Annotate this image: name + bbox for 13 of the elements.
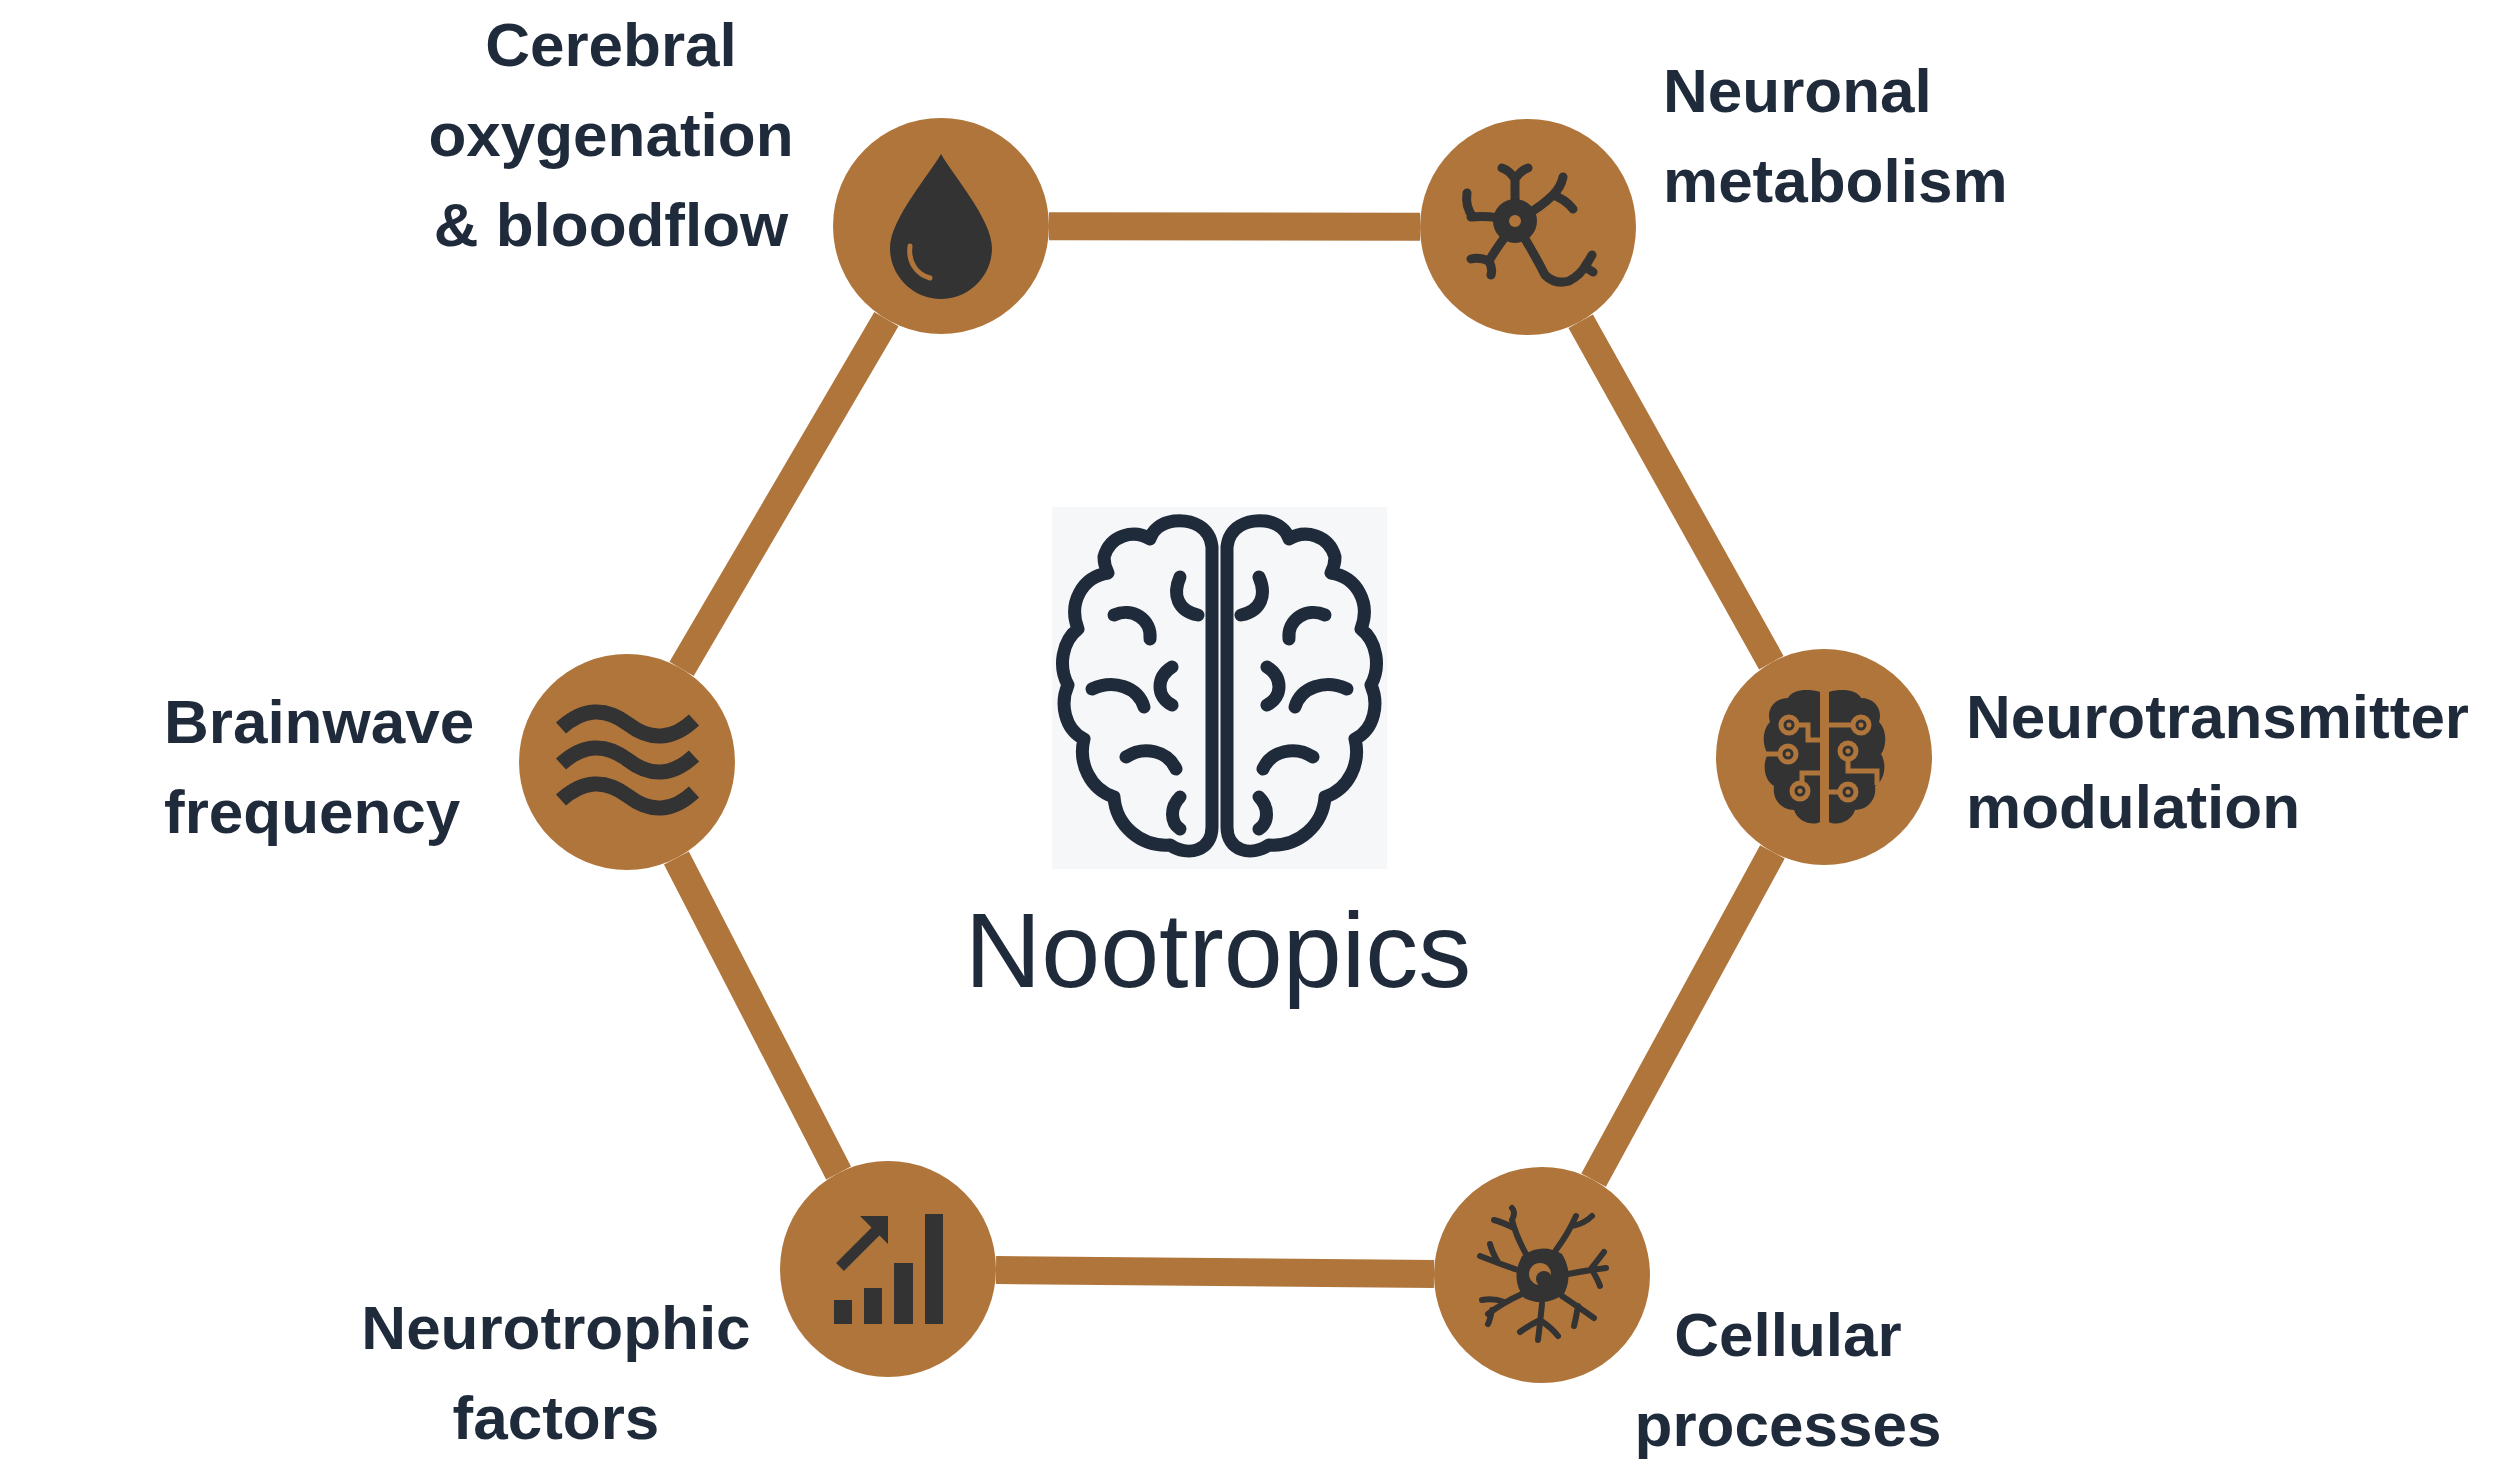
connector-line xyxy=(995,1256,1435,1288)
node-label: Brainwave frequency xyxy=(164,686,475,848)
connector-line xyxy=(1048,212,1421,241)
node-label: Neuronal metabolism xyxy=(1663,55,2008,217)
connector-line xyxy=(669,312,899,676)
hub-label: Nootropics xyxy=(964,890,1472,1011)
node-label: Cellular processes xyxy=(1634,1299,1942,1461)
connector-line xyxy=(1568,314,1784,670)
node-label: Neurotransmitter modulation xyxy=(1966,681,2469,843)
connector-line xyxy=(1581,845,1785,1187)
node-label: Neurotrophic factors xyxy=(361,1292,751,1454)
connector-line xyxy=(663,851,852,1180)
node-label: Cerebral oxygenation & bloodflow xyxy=(427,9,795,261)
